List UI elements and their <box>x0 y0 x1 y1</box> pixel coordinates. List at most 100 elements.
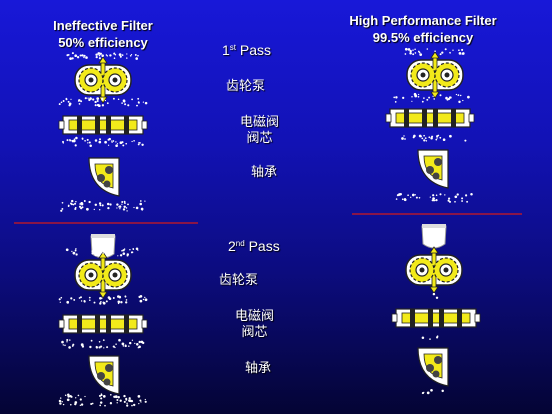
particle <box>99 302 102 305</box>
particle <box>459 94 462 97</box>
particle <box>415 196 418 199</box>
particle <box>78 103 81 105</box>
particle <box>123 394 126 398</box>
particle <box>75 136 78 140</box>
particle <box>144 298 148 302</box>
bearing-icon <box>88 355 120 395</box>
particle <box>107 138 110 141</box>
particle <box>80 296 82 299</box>
particle <box>107 144 110 146</box>
particle <box>93 301 96 304</box>
right-title-line2: 99.5% efficiency <box>372 30 474 45</box>
particle <box>142 341 145 345</box>
particle <box>125 299 128 301</box>
particle <box>67 302 69 304</box>
particle <box>124 202 126 204</box>
particle <box>79 54 82 57</box>
particle <box>133 403 136 407</box>
particle <box>145 102 147 105</box>
particle <box>122 345 125 347</box>
particle <box>62 344 65 346</box>
particle <box>411 95 413 98</box>
particle <box>89 345 92 349</box>
particle <box>404 47 408 51</box>
particle <box>403 198 407 202</box>
particle <box>122 208 126 211</box>
particle <box>71 250 73 253</box>
gear-pump-icon <box>400 51 470 99</box>
particle <box>118 205 122 208</box>
particle <box>136 343 139 346</box>
particle <box>78 297 81 299</box>
particle <box>431 241 433 244</box>
particle <box>429 196 431 198</box>
particle <box>98 140 102 144</box>
particle <box>100 394 103 397</box>
particle <box>71 52 74 55</box>
particle <box>133 206 135 209</box>
particle <box>412 53 415 56</box>
particle <box>137 395 141 398</box>
gear-pump-icon <box>399 246 469 294</box>
particle <box>135 247 139 250</box>
particle <box>80 207 83 210</box>
particle <box>461 200 464 202</box>
particle <box>138 295 141 299</box>
particle <box>102 250 105 253</box>
particle <box>112 297 115 299</box>
particle <box>401 198 404 201</box>
bearing-icon <box>417 347 449 387</box>
particle <box>80 300 83 302</box>
particle <box>125 142 128 145</box>
particle <box>97 52 101 55</box>
particle <box>99 251 103 254</box>
particle <box>465 194 468 197</box>
particle <box>70 98 72 100</box>
particle <box>76 56 80 59</box>
particle <box>470 192 473 196</box>
particle <box>421 336 425 340</box>
particle <box>61 340 64 344</box>
solenoid-valve-icon <box>391 308 481 328</box>
particle <box>447 199 450 202</box>
gear-pump-label: 齿轮泵 <box>219 272 259 287</box>
particle <box>71 139 73 142</box>
left-title-line2: 50% efficiency <box>58 35 148 50</box>
particle <box>59 397 62 399</box>
particle <box>118 206 120 208</box>
particle <box>430 137 433 140</box>
particle <box>101 98 104 101</box>
particle <box>141 143 144 146</box>
particle <box>137 54 139 57</box>
particle <box>423 134 425 137</box>
particle <box>125 301 128 304</box>
particle <box>116 143 119 145</box>
particle <box>467 95 470 99</box>
particle <box>80 100 83 103</box>
particle <box>421 100 424 103</box>
particle <box>78 205 82 208</box>
particle <box>121 203 123 205</box>
particle <box>410 196 412 198</box>
particle <box>432 95 434 97</box>
particle <box>87 97 89 99</box>
particle <box>69 140 71 142</box>
particle <box>433 199 436 202</box>
particle <box>101 247 103 250</box>
particle <box>447 97 451 101</box>
particle <box>58 103 61 106</box>
particle <box>96 97 100 100</box>
particle <box>94 104 97 107</box>
particle <box>85 56 88 59</box>
particle <box>144 400 147 403</box>
particle <box>99 401 103 404</box>
particle <box>121 102 123 104</box>
particle <box>128 341 132 345</box>
particle <box>89 299 91 301</box>
particle <box>412 49 414 51</box>
particle <box>130 53 133 56</box>
second-pass-label: 2nd Pass <box>228 238 280 254</box>
particle <box>431 199 434 202</box>
particle <box>140 401 142 403</box>
